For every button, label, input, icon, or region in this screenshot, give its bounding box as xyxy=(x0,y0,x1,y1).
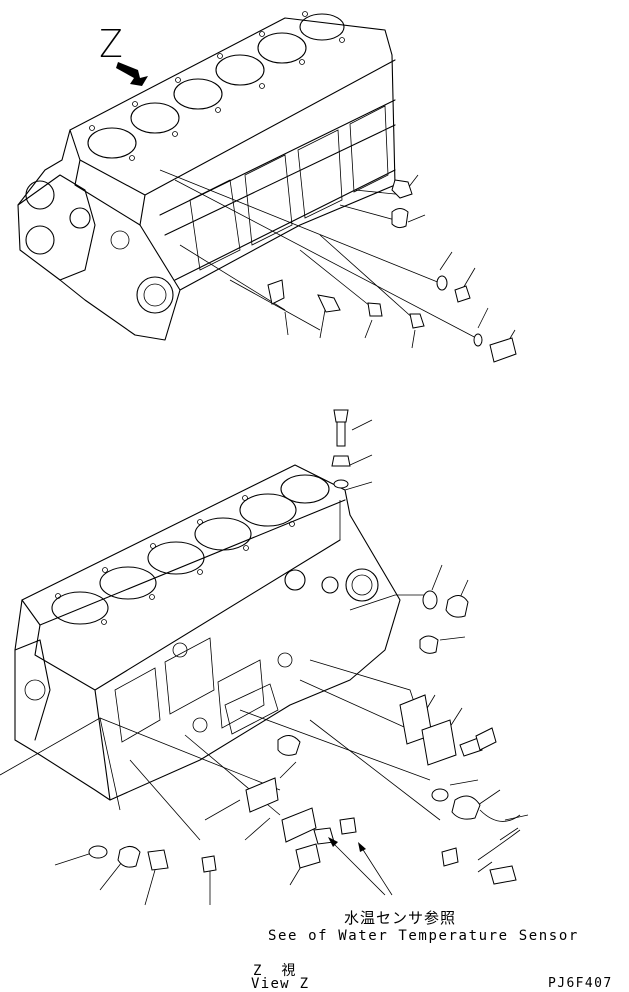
sensor-note-english: See of Water Temperature Sensor xyxy=(268,928,579,944)
cylinder-block-view-z xyxy=(14,464,401,801)
drawing-code: PJ6F407 xyxy=(548,976,613,991)
view-z-leaders xyxy=(0,419,529,906)
view-z-letter: Z xyxy=(99,22,123,66)
top-view-leaders xyxy=(159,169,516,351)
sensor-note-japanese: 水温センサ参照 xyxy=(344,909,457,927)
view-z-parts xyxy=(88,409,521,896)
cylinder-block-top-view xyxy=(17,11,396,341)
top-view-parts xyxy=(267,179,517,363)
view-caption-english: View Z xyxy=(251,976,310,992)
view-caption-japanese: Z 視 xyxy=(253,963,299,979)
